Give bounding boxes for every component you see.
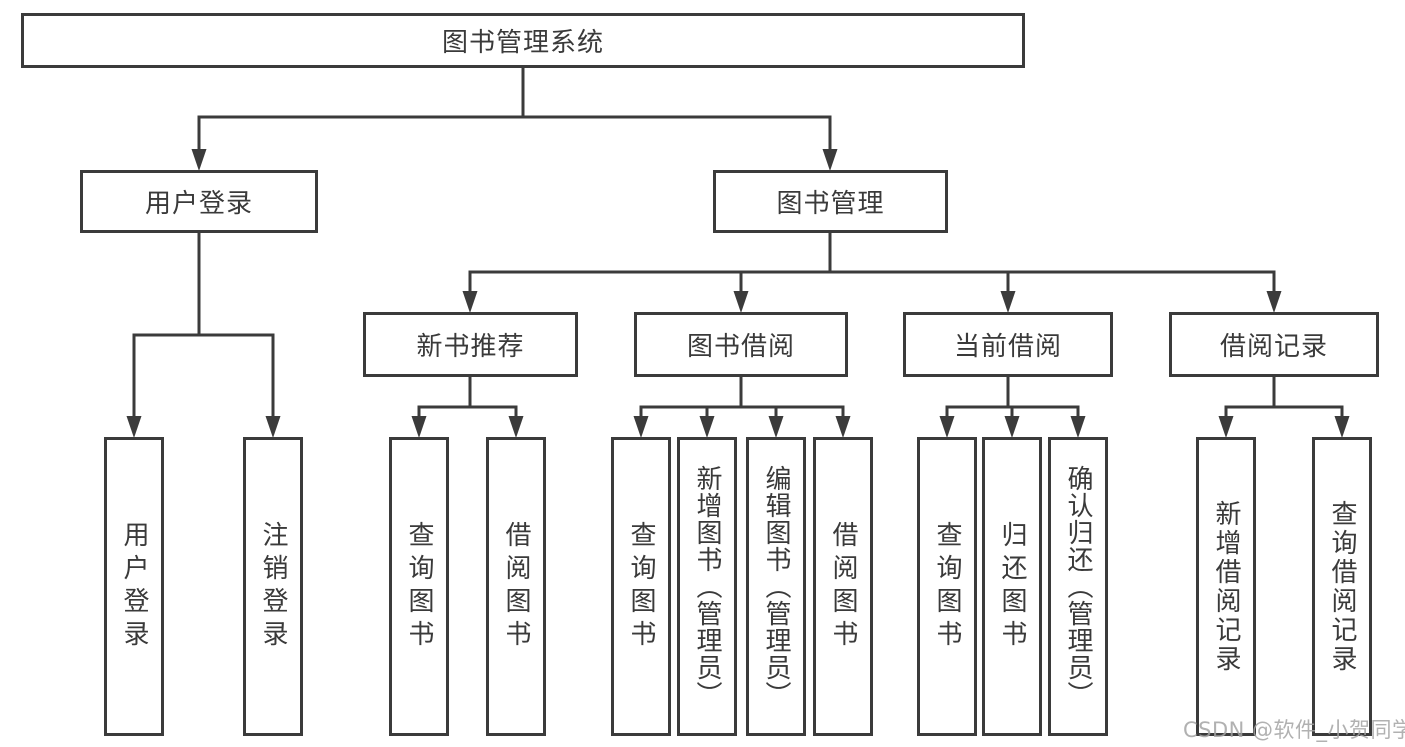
leaf-user-login-label: 用户登录 <box>119 520 149 653</box>
leaf-logout: 注销登录 <box>243 437 303 736</box>
leaf-query-books-borrow: 查询图书 <box>611 437 671 736</box>
node-book-management-label: 图书管理 <box>776 189 885 219</box>
arrowhead-icon <box>939 416 955 438</box>
leaf-add-books-admin: 新增图书（管理员） <box>677 437 737 736</box>
node-group-book-borrow: 图书借阅 <box>634 312 848 377</box>
leaf-borrow-books-recommend-label: 借阅图书 <box>501 520 531 653</box>
leaf-borrow-books-recommend: 借阅图书 <box>486 437 546 736</box>
node-group-borrow-records: 借阅记录 <box>1169 312 1379 377</box>
leaf-confirm-return-admin-label: 确认归还（管理员） <box>1063 465 1093 708</box>
node-group-current-borrow: 当前借阅 <box>903 312 1113 377</box>
leaf-edit-books-admin: 编辑图书（管理员） <box>746 437 806 736</box>
node-group-current-borrow-label: 当前借阅 <box>953 332 1062 362</box>
arrowhead-icon <box>265 416 281 438</box>
node-user-login-label: 用户登录 <box>144 189 253 219</box>
node-root-label: 图书管理系统 <box>441 28 604 58</box>
arrowhead-icon <box>1334 416 1350 438</box>
leaf-confirm-return-admin: 确认归还（管理员） <box>1048 437 1108 736</box>
node-group-borrow-records-label: 借阅记录 <box>1219 332 1328 362</box>
arrowhead-icon <box>835 416 851 438</box>
node-user-login: 用户登录 <box>80 170 318 233</box>
arrowhead-icon <box>768 416 784 438</box>
leaf-query-books-recommend: 查询图书 <box>389 437 449 736</box>
node-group-book-borrow-label: 图书借阅 <box>686 332 795 362</box>
leaf-add-borrow-record: 新增借阅记录 <box>1196 437 1256 736</box>
node-root: 图书管理系统 <box>21 13 1025 68</box>
leaf-edit-books-admin-label: 编辑图书（管理员） <box>761 465 791 708</box>
leaf-return-books: 归还图书 <box>982 437 1042 736</box>
watermark: CSDN @软件_小贺同学 <box>1183 718 1405 742</box>
arrowhead-icon <box>126 416 142 438</box>
leaf-borrow-books: 借阅图书 <box>813 437 873 736</box>
arrowhead-icon <box>1218 416 1234 438</box>
arrowhead-icon <box>733 291 749 313</box>
leaf-user-login: 用户登录 <box>104 437 164 736</box>
leaf-query-books-current: 查询图书 <box>917 437 977 736</box>
leaf-query-borrow-record: 查询借阅记录 <box>1312 437 1372 736</box>
leaf-return-books-label: 归还图书 <box>997 520 1027 653</box>
arrowhead-icon <box>1266 291 1282 313</box>
leaf-add-books-admin-label: 新增图书（管理员） <box>692 465 722 708</box>
arrowhead-icon <box>508 416 524 438</box>
arrowhead-icon <box>411 416 427 438</box>
leaf-add-borrow-record-label: 新增借阅记录 <box>1211 499 1241 674</box>
leaf-logout-label: 注销登录 <box>258 520 288 653</box>
node-book-management: 图书管理 <box>713 170 948 233</box>
leaf-query-books-borrow-label: 查询图书 <box>626 520 656 653</box>
arrowhead-icon <box>191 149 207 171</box>
node-group-new-books-label: 新书推荐 <box>416 332 525 362</box>
leaf-borrow-books-label: 借阅图书 <box>828 520 858 653</box>
arrowhead-icon <box>1070 416 1086 438</box>
leaf-query-books-current-label: 查询图书 <box>932 520 962 653</box>
arrowhead-icon <box>699 416 715 438</box>
arrowhead-icon <box>1000 291 1016 313</box>
arrowhead-icon <box>462 291 478 313</box>
arrowhead-icon <box>633 416 649 438</box>
leaf-query-borrow-record-label: 查询借阅记录 <box>1327 499 1357 674</box>
arrowhead-icon <box>1004 416 1020 438</box>
arrowhead-icon <box>822 149 838 171</box>
node-group-new-books: 新书推荐 <box>363 312 578 377</box>
leaf-query-books-recommend-label: 查询图书 <box>404 520 434 653</box>
